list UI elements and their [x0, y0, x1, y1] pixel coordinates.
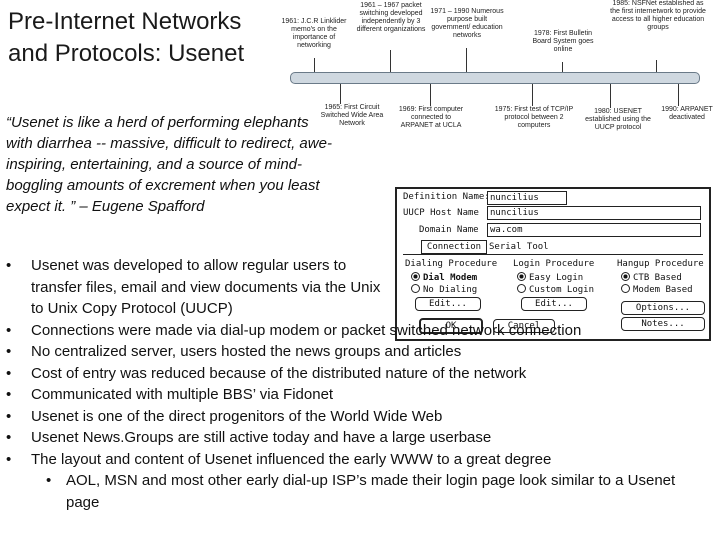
uucp-settings-dialog: Definition Name: nuncilius UUCP Host Nam…: [395, 187, 711, 341]
login-edit-button[interactable]: Edit...: [521, 297, 587, 311]
login-procedure-title: Login Procedure: [513, 259, 595, 269]
tab-connection[interactable]: Connection: [421, 240, 487, 254]
bullet-dot-icon: •: [6, 343, 12, 360]
ok-button[interactable]: OK: [419, 318, 483, 334]
timeline-label-circuit-switched: 1965: First Circuit Switched Wide Area N…: [320, 104, 384, 127]
bullet-item: •Usenet was developed to allow regular u…: [6, 257, 381, 317]
timeline-tick: [610, 84, 611, 108]
radio-selected-icon: [517, 272, 526, 281]
bullet-dot-icon: •: [6, 450, 12, 468]
radio-selected-icon: [621, 272, 630, 281]
bullet-item: •The layout and content of Usenet influe…: [6, 449, 706, 471]
definition-name-field[interactable]: nuncilius: [487, 191, 567, 205]
timeline-label-tcp-ip: 1975: First test of TCP/IP protocol betw…: [494, 106, 574, 129]
timeline-tick: [678, 84, 679, 106]
timeline-label-1961-memo: 1961: J.C.R Linklider memo's on the impo…: [281, 18, 347, 49]
cancel-button[interactable]: Cancel: [493, 319, 555, 333]
domain-name-label: Domain Name: [419, 225, 479, 235]
timeline-tick: [562, 62, 563, 72]
notes-button[interactable]: Notes...: [621, 317, 705, 331]
dialing-edit-button[interactable]: Edit...: [415, 297, 481, 311]
timeline-label-packet-switching: 1961 – 1967 packet switching developed i…: [356, 2, 426, 33]
bullet-dot-icon: •: [6, 407, 12, 425]
timeline-tick: [390, 50, 391, 72]
bullet-item: •Connections were made via dial-up modem…: [6, 320, 706, 342]
timeline-label-arpanet-ucla: 1969: First computer connected to ARPANE…: [398, 106, 464, 129]
dialing-procedure-title: Dialing Procedure: [405, 259, 498, 269]
radio-empty-icon: [411, 284, 420, 293]
bullet-item: •Communicated with multiple BBS’ via Fid…: [6, 384, 706, 406]
timeline-tick: [532, 84, 533, 106]
uucp-host-field[interactable]: nuncilius: [487, 206, 701, 220]
bullet-item: •Usenet is one of the direct progenitors…: [6, 406, 706, 428]
ctb-based-radio[interactable]: CTB Based: [621, 272, 682, 283]
bullet-dot-icon: •: [6, 257, 12, 274]
bullet-list: •Usenet was developed to allow regular u…: [6, 255, 706, 513]
timeline-label-bbs: 1978: First Bulletin Board System goes o…: [532, 30, 594, 53]
timeline-label-arpanet-deactivated: 1990: ARPANET deactivated: [661, 106, 713, 121]
radio-selected-icon: [411, 272, 420, 281]
tab-divider: [403, 254, 703, 255]
modem-based-radio[interactable]: Modem Based: [621, 284, 693, 295]
easy-login-radio[interactable]: Easy Login: [517, 272, 583, 283]
timeline-tick: [430, 84, 431, 106]
bullet-dot-icon: •: [46, 472, 52, 489]
bullet-item: •Usenet News.Groups are still active tod…: [6, 427, 706, 449]
timeline-tick: [314, 58, 315, 72]
title-line-1: Pre-Internet Networks: [8, 8, 242, 35]
spafford-quote: “Usenet is like a herd of performing ele…: [6, 114, 332, 215]
bullet-dot-icon: •: [6, 429, 12, 446]
timeline-bar: [290, 72, 700, 84]
timeline-label-education-networks: 1971 – 1990 Numerous purpose built gover…: [430, 8, 504, 39]
custom-login-radio[interactable]: Custom Login: [517, 284, 594, 295]
timeline-tick: [656, 60, 657, 72]
no-dialing-radio[interactable]: No Dialing: [411, 284, 477, 295]
timeline-label-nsfnet: 1985: NSFNet established as the first in…: [610, 0, 706, 31]
domain-name-field[interactable]: wa.com: [487, 223, 701, 237]
dial-modem-radio[interactable]: Dial Modem: [411, 272, 477, 283]
timeline-tick: [340, 84, 341, 104]
bullet-item: •No centralized server, users hosted the…: [6, 341, 706, 363]
radio-empty-icon: [621, 284, 630, 293]
bullet-dot-icon: •: [6, 321, 12, 339]
timeline-label-usenet: 1980: USENET established using the UUCP …: [585, 108, 651, 131]
uucp-host-label: UUCP Host Name: [403, 208, 479, 218]
timeline-tick: [466, 48, 467, 72]
timeline: 1961: J.C.R Linklider memo's on the impo…: [280, 0, 720, 140]
sub-bullet-item: •AOL, MSN and most other early dial-up I…: [46, 472, 676, 511]
tab-serial-tool[interactable]: Serial Tool: [489, 242, 549, 252]
hangup-procedure-title: Hangup Procedure: [617, 259, 704, 269]
definition-name-label: Definition Name:: [403, 192, 490, 202]
bullet-item: •Cost of entry was reduced because of th…: [6, 363, 706, 385]
options-button[interactable]: Options...: [621, 301, 705, 315]
slide-title: Pre-Internet Networks and Protocols: Use…: [8, 6, 244, 70]
title-line-2: and Protocols: Usenet: [8, 40, 245, 67]
bullet-dot-icon: •: [6, 364, 12, 382]
bullet-dot-icon: •: [6, 386, 12, 403]
radio-empty-icon: [517, 284, 526, 293]
